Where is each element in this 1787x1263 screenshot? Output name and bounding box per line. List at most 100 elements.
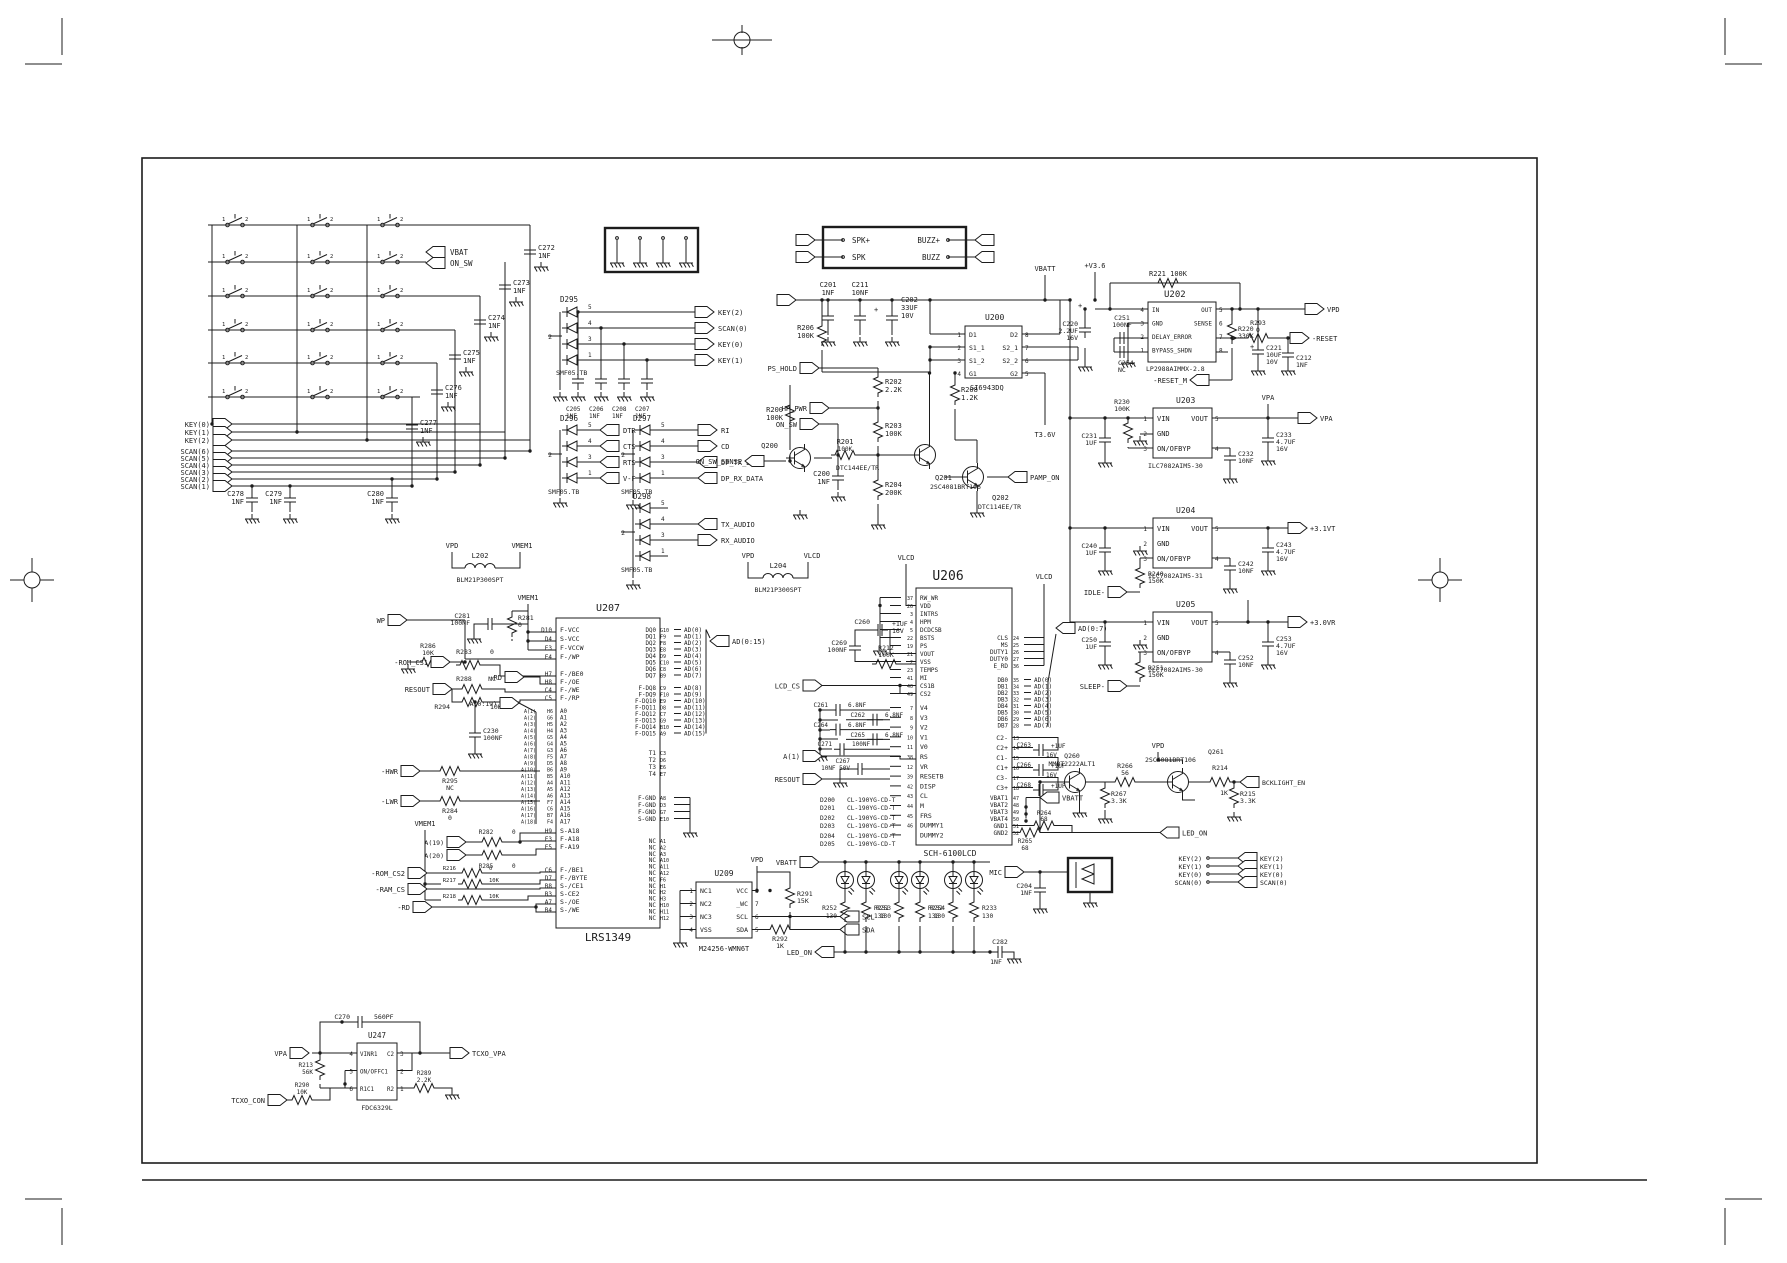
- u207-dq-t: AD(6): [684, 666, 702, 673]
- d295-cap-refs-t: C207: [635, 406, 650, 413]
- r290-ref: R290: [295, 1082, 310, 1089]
- u203-lpins-t: 1: [1143, 416, 1147, 423]
- u206-led-parts: CL-190YG-CD-TCL-190YG-CD-TCL-190YG-CD-TC…: [847, 797, 896, 848]
- r201-ref: R201: [837, 438, 854, 446]
- c266-ref: C266: [1017, 762, 1032, 769]
- u207-ncs-t: NC: [649, 889, 657, 896]
- spk-labels-t: SPK+: [852, 236, 871, 245]
- c251-ref: C251: [1114, 314, 1130, 322]
- d296-pin-nums-t: 5: [588, 422, 592, 429]
- c232-val: 10NF: [1238, 457, 1254, 465]
- u207-pl1-t: E3: [545, 645, 553, 652]
- u207-pl3-t: H9: [545, 828, 553, 835]
- d295-pin-nums-t: 4: [588, 320, 592, 327]
- keypad-cap-vals-t: 1NF: [420, 427, 433, 435]
- u207-ncs-t: NC: [649, 902, 657, 909]
- c252-val: 10NF: [1238, 661, 1254, 669]
- vlcd-left-label: VLCD: [898, 554, 915, 562]
- r285-val: 0: [512, 863, 516, 870]
- u206-pl2-t: V3: [920, 714, 928, 722]
- u200-body: [964, 325, 1023, 379]
- r204-ref: R204: [885, 481, 902, 489]
- c261-val: 6.8NF: [848, 702, 866, 709]
- u200-part: SI6943DQ: [970, 384, 1004, 392]
- c282-ref: C282: [992, 938, 1008, 946]
- u206-db-t: AD(2): [1034, 690, 1052, 697]
- u207-tpins-t: T2: [649, 757, 657, 764]
- schematic-frame: [141, 157, 1538, 1164]
- u200-left-pins-t: 4: [957, 371, 961, 378]
- resout-label: RESOUT: [405, 686, 431, 694]
- keypad-cap-vals-t: 1NF: [488, 322, 501, 330]
- u206-db-t: 29: [1013, 717, 1019, 723]
- u247-ref: U247: [368, 1031, 386, 1040]
- u206-pl1-t: INTRS: [920, 611, 938, 618]
- led-res-right-refs-t: R232: [928, 905, 943, 912]
- r283-val: 0: [490, 648, 494, 656]
- d295-cap-vals-t: 1NF: [612, 413, 623, 420]
- u203-lpins-t: GND: [1157, 430, 1170, 438]
- c268-val: +1UF: [1051, 783, 1066, 790]
- l202-part: BLM21P300SPT: [457, 576, 504, 584]
- c271-ref: C271: [818, 741, 833, 748]
- u206-pl1-t: 4: [910, 620, 913, 626]
- u206-led-parts-t: CL-190YG-CD-T: [847, 841, 896, 848]
- vlcd-right-label: VLCD: [1036, 573, 1053, 581]
- d296-pin-nums-t: 4: [588, 438, 592, 445]
- c233-val2: 16V: [1276, 445, 1288, 453]
- u207-addr-t: A9: [560, 768, 567, 774]
- u207-pl4-t: F-/BE1: [560, 866, 584, 874]
- vbat-flag-icon: [425, 246, 446, 258]
- c251-val: 100NF: [1112, 321, 1132, 329]
- u206-db-t: DB3: [998, 698, 1009, 704]
- d297-outs-t: CD: [721, 443, 729, 451]
- led-res-left-vals-t: 130: [826, 913, 837, 920]
- a19-label: A(19): [424, 839, 444, 847]
- u209-lpins-t: 1: [689, 888, 693, 895]
- u206-pr1-t: 25: [1013, 643, 1019, 649]
- u203-lpins-t: 2: [1143, 431, 1147, 438]
- u207-ncs-t: NC: [649, 915, 657, 922]
- keyconn-right-labels-t: KEY(2): [1260, 855, 1283, 863]
- u204-part: ILC7082AIM5-31: [1148, 572, 1203, 580]
- u202-part: LP2988AIMMX-2.8: [1146, 365, 1205, 373]
- u207-addr-t: A6: [547, 794, 553, 800]
- keypad-cap-refs-t: C272: [538, 244, 555, 252]
- u206-pc-t: C3+: [996, 784, 1008, 792]
- u207-fdq-t: E9: [660, 699, 666, 705]
- u207-tpins-t: E7: [660, 772, 666, 778]
- u206-pr1-t: 24: [1013, 636, 1019, 642]
- r213-ref: R213: [299, 1062, 314, 1069]
- u207-fdq-t: F-DQ13: [635, 719, 656, 725]
- keypad-scan-labels-t: SCAN(6): [180, 448, 210, 456]
- u207-addr-taps-t: A(16): [521, 807, 536, 813]
- r217-ref: R217: [443, 878, 456, 884]
- keypad-key-labels-t: KEY(0): [185, 421, 210, 429]
- u206-db-t: AD(6): [1034, 716, 1052, 723]
- r291-ref: R291: [797, 890, 813, 898]
- c231-val: 1UF: [1085, 439, 1097, 447]
- r265-val: 68: [1021, 845, 1029, 852]
- u206-pl2-t: V4: [920, 704, 928, 712]
- u200-left-pins-t: 1: [957, 332, 961, 339]
- u209-rpins-t: 5: [755, 927, 759, 934]
- buzz-labels-t: BUZZ: [922, 253, 941, 262]
- sheet-marks: [10, 18, 1762, 1245]
- u207-fdq-t: F-DQ14: [635, 725, 656, 731]
- u203-part: ILC7082AIM5-30: [1148, 462, 1203, 470]
- u207-addr-t: H5: [547, 722, 553, 728]
- u207-addr-t: B7: [547, 813, 553, 819]
- ps-hold-label: PS_HOLD: [767, 365, 797, 373]
- u207-pl4: F-/BE1C6F-/BYTED7S-/CE1B8S-CE2B3S-/OEA7S…: [545, 866, 588, 914]
- r281-val: 0: [518, 621, 522, 629]
- u206-pl2-t: 10: [907, 735, 913, 741]
- u206-vb-t: 48: [1013, 803, 1019, 809]
- u206-pl1: RW_WR37VDD26INTRS3HPM4DCDC5B5BSTS22PS19V…: [890, 595, 942, 698]
- u205-rpins-t: 5: [1215, 620, 1219, 627]
- u207-ncs-t: A3: [660, 852, 666, 858]
- u206-db-t: DB0: [998, 678, 1009, 684]
